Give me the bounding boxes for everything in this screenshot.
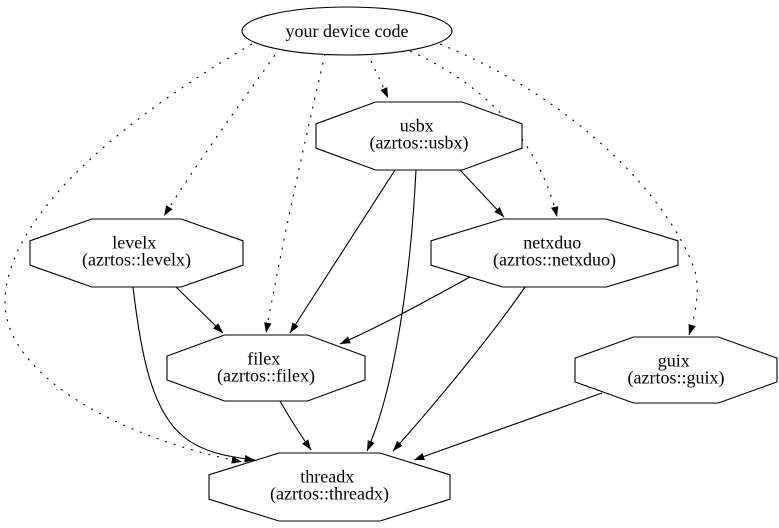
- node-device-code: your device code: [241, 6, 453, 56]
- levelx-label-line2: (azrtos::levelx): [82, 250, 191, 271]
- filex-octagon: [166, 334, 366, 402]
- filex-label-line1: filex: [247, 349, 280, 369]
- usbx-label-line1: usbx: [400, 116, 434, 136]
- netxduo-label-line2: (azrtos::netxduo): [493, 250, 616, 271]
- filex-label-line2: (azrtos::filex): [217, 366, 315, 387]
- threadx-label: threadx (azrtos::threadx): [270, 467, 389, 505]
- node-usbx: usbx (azrtos::usbx): [315, 101, 523, 171]
- node-layer: your device code usbx (azrtos::usbx) lev…: [29, 6, 778, 522]
- edge-levelx-filex: [175, 286, 224, 334]
- edge-usbx-netxduo: [459, 169, 505, 218]
- edge-filex-threadx: [279, 400, 312, 451]
- edge-netxduo-threadx: [392, 286, 526, 452]
- netxduo-octagon: [430, 218, 679, 288]
- usbx-label-line2: (azrtos::usbx): [370, 133, 469, 154]
- guix-label: guix (azrtos::guix): [628, 351, 725, 389]
- filex-label: filex (azrtos::filex): [217, 349, 315, 387]
- edge-layer: [4, 43, 698, 464]
- node-threadx: threadx (azrtos::threadx): [208, 452, 451, 522]
- edge-usbx-filex: [289, 169, 396, 334]
- levelx-octagon: [29, 218, 244, 288]
- node-levelx: levelx (azrtos::levelx): [29, 218, 244, 288]
- threadx-label-line1: threadx: [300, 467, 354, 487]
- edge-levelx-threadx: [132, 286, 256, 463]
- netxduo-label-line1: netxduo: [523, 233, 581, 253]
- levelx-label: levelx (azrtos::levelx): [82, 233, 191, 271]
- edge-device-code-filex: [264, 53, 326, 334]
- threadx-label-line2: (azrtos::threadx): [270, 484, 389, 505]
- device-code-label: your device code: [286, 21, 409, 41]
- edge-guix-threadx: [413, 392, 603, 461]
- edge-device-code-levelx: [163, 47, 281, 217]
- levelx-label-line1: levelx: [112, 233, 156, 253]
- usbx-label: usbx (azrtos::usbx): [370, 116, 469, 154]
- node-netxduo: netxduo (azrtos::netxduo): [430, 218, 679, 288]
- node-guix: guix (azrtos::guix): [574, 336, 778, 404]
- node-filex: filex (azrtos::filex): [166, 334, 366, 402]
- threadx-octagon: [208, 452, 451, 522]
- edge-device-code-usbx: [366, 52, 389, 99]
- guix-label-line2: (azrtos::guix): [628, 368, 725, 389]
- edge-device-code-threadx: [4, 43, 253, 464]
- edge-usbx-threadx: [366, 169, 417, 452]
- edge-device-code-netxduo: [409, 50, 559, 218]
- guix-label-line1: guix: [658, 351, 690, 371]
- edge-netxduo-filex: [339, 276, 471, 345]
- device-code-ellipse: [241, 6, 453, 56]
- usbx-octagon: [315, 101, 523, 171]
- netxduo-label: netxduo (azrtos::netxduo): [493, 233, 616, 271]
- guix-octagon: [574, 336, 778, 404]
